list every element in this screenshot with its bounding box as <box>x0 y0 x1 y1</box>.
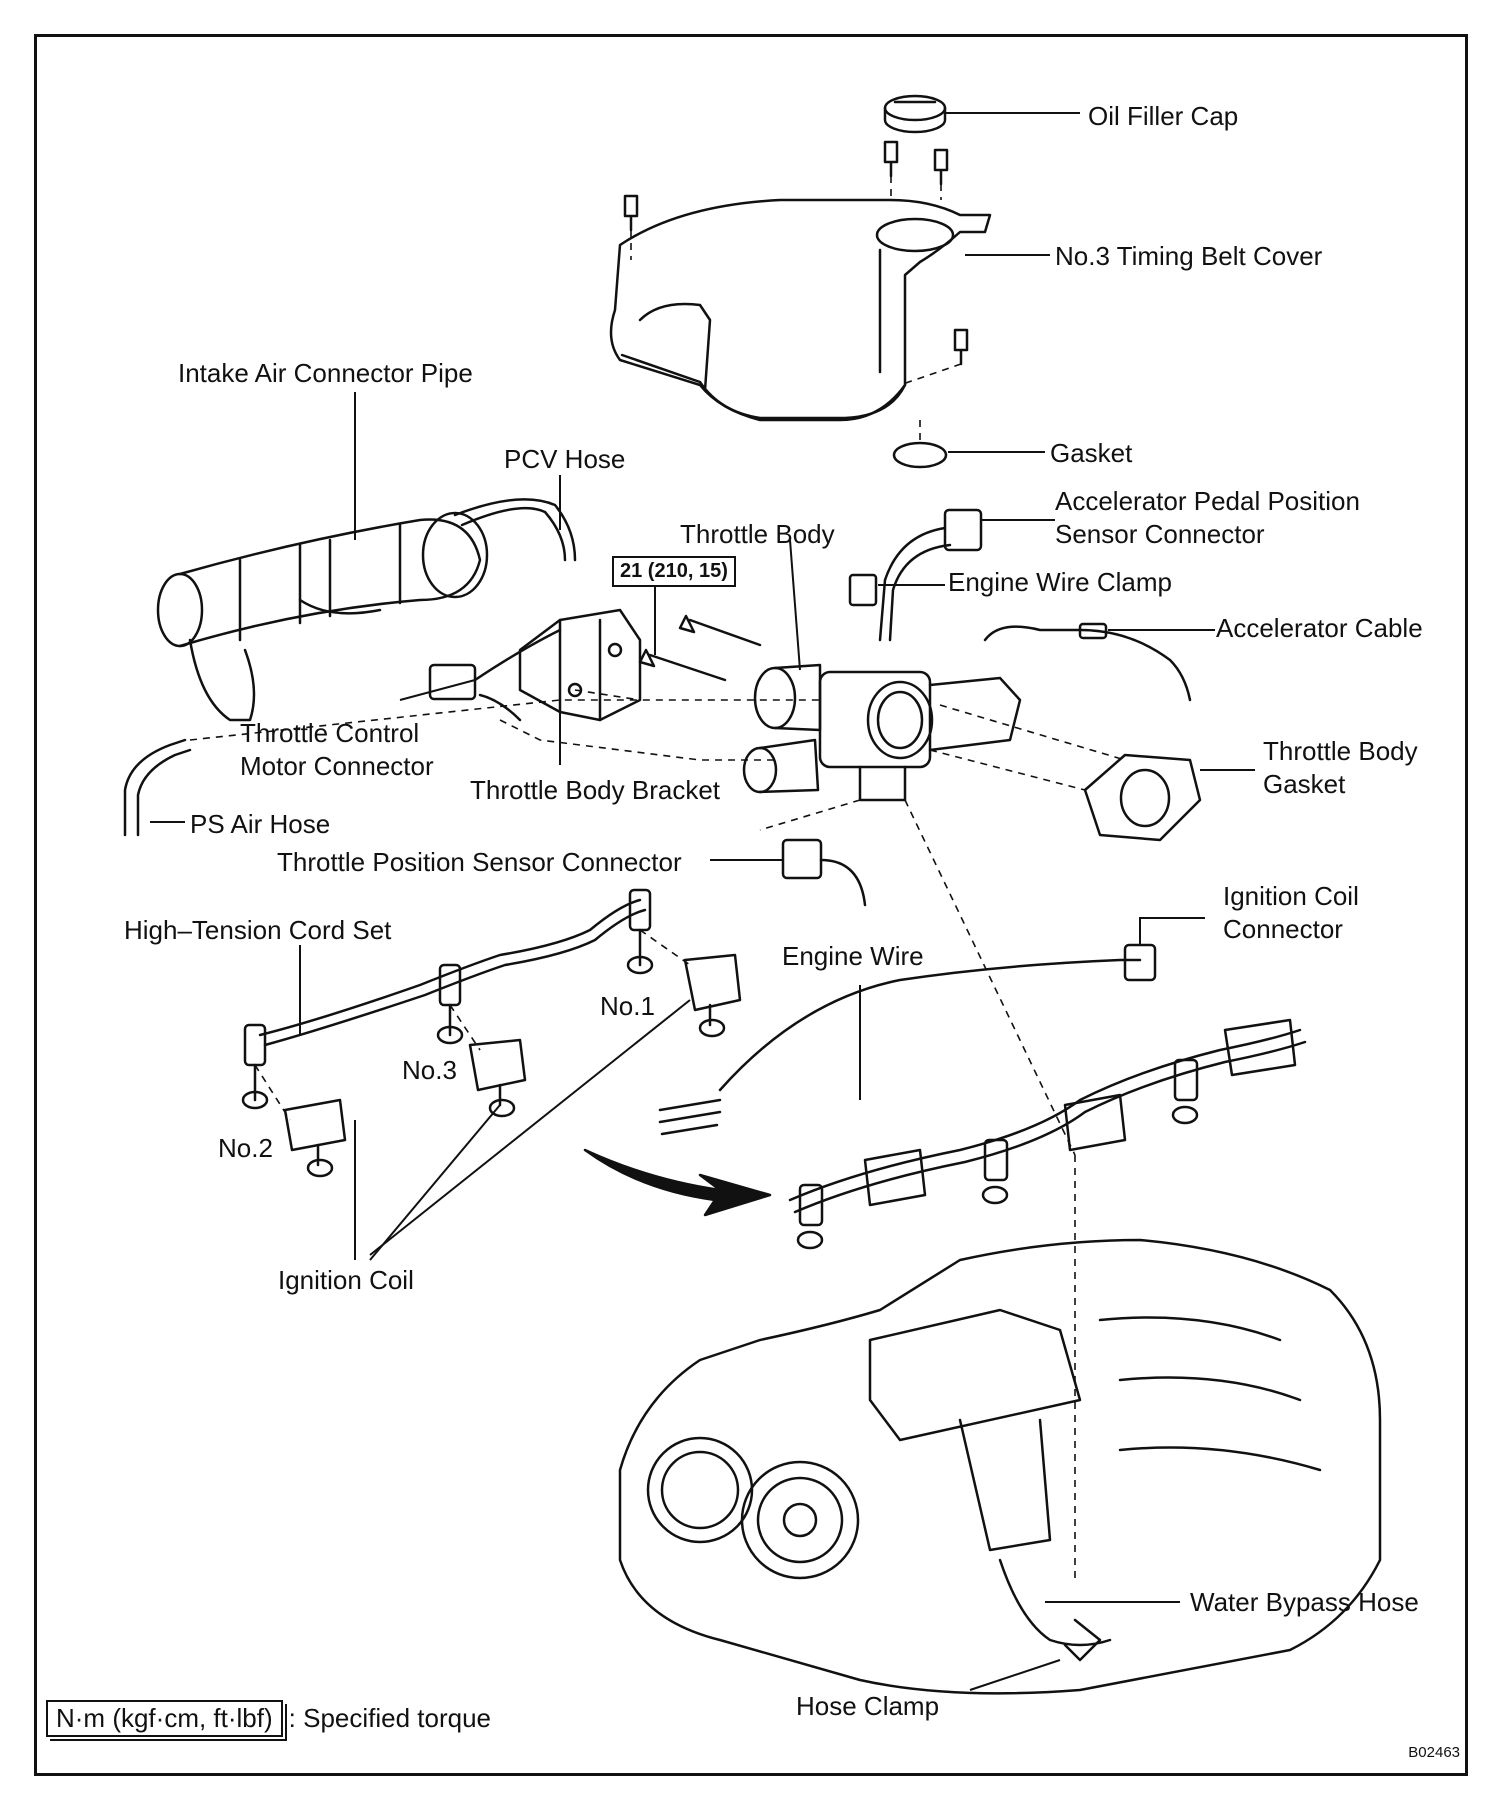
label-water-bypass-hose: Water Bypass Hose <box>1190 1587 1419 1617</box>
throttle-body-bracket-part <box>518 608 642 722</box>
label-intake-air-connector-pipe: Intake Air Connector Pipe <box>178 358 473 388</box>
label-ignition-coil-connector: Ignition Coil Connector <box>1223 881 1359 944</box>
label-throttle-body: Throttle Body <box>680 519 835 549</box>
label-throttle-control-motor-connector: Throttle Control Motor Connector <box>240 718 434 781</box>
label-no1: No.1 <box>600 991 655 1021</box>
diagram-frame <box>34 34 1468 1776</box>
label-throttle-body-bracket: Throttle Body Bracket <box>470 775 720 805</box>
oil-filler-cap-part <box>883 94 947 134</box>
accelerator-cable-part <box>983 625 1192 702</box>
assembly-arrow <box>583 1148 772 1217</box>
alignment-lines <box>189 176 1126 1580</box>
label-ps-air-hose: PS Air Hose <box>190 809 331 839</box>
timing-belt-cover-part <box>609 198 992 422</box>
label-ignition-coil: Ignition Coil <box>278 1265 414 1295</box>
legend-unit-box: N·m (kgf·cm, ft·lbf) <box>46 1700 283 1737</box>
label-hose-clamp: Hose Clamp <box>796 1691 940 1721</box>
label-gasket: Gasket <box>1050 438 1133 468</box>
ignition-coil-parts-left <box>283 953 742 1178</box>
figure-code: B02463 <box>1408 1744 1460 1761</box>
cover-gasket-part <box>892 441 948 469</box>
label-throttle-position-sensor-connector: Throttle Position Sensor Connector <box>277 847 682 877</box>
label-engine-wire-clamp: Engine Wire Clamp <box>948 567 1172 597</box>
label-accelerator-cable: Accelerator Cable <box>1216 613 1423 643</box>
accelerator-pedal-position-sensor-connector-part <box>848 508 983 642</box>
label-no3: No.3 <box>402 1055 457 1085</box>
torque-spec-box: 21 (210, 15) <box>612 556 736 587</box>
leader-lines <box>150 112 1255 1691</box>
torque-legend: N·m (kgf·cm, ft·lbf): Specified torque <box>46 1700 491 1737</box>
label-accelerator-pedal-position-sensor-connector: Accelerator Pedal Position Sensor Connec… <box>1055 486 1360 549</box>
cover-bolts <box>623 140 969 366</box>
throttle-body-part <box>742 663 1022 802</box>
label-no2: No.2 <box>218 1133 273 1163</box>
throttle-body-gasket-part <box>1083 753 1202 842</box>
label-throttle-body-gasket: Throttle Body Gasket <box>1263 736 1418 799</box>
legend-text: : Specified torque <box>288 1703 492 1733</box>
throttle-control-motor-connector-part <box>428 628 562 722</box>
intake-air-connector-pipe-part <box>156 511 489 722</box>
engine-wire-assembly-part <box>718 943 1307 1250</box>
label-timing-belt-cover: No.3 Timing Belt Cover <box>1055 241 1323 271</box>
ps-air-hose-part <box>123 738 187 837</box>
label-high-tension-cord-set: High–Tension Cord Set <box>124 915 392 945</box>
torque-bolt-part <box>638 648 727 682</box>
throttle-position-sensor-connector-part <box>781 838 867 907</box>
label-pcv-hose: PCV Hose <box>504 444 626 474</box>
pcv-hose-part <box>453 498 577 562</box>
engine-block-part <box>618 1238 1382 1695</box>
label-oil-filler-cap: Oil Filler Cap <box>1088 101 1239 131</box>
label-engine-wire: Engine Wire <box>782 941 924 971</box>
